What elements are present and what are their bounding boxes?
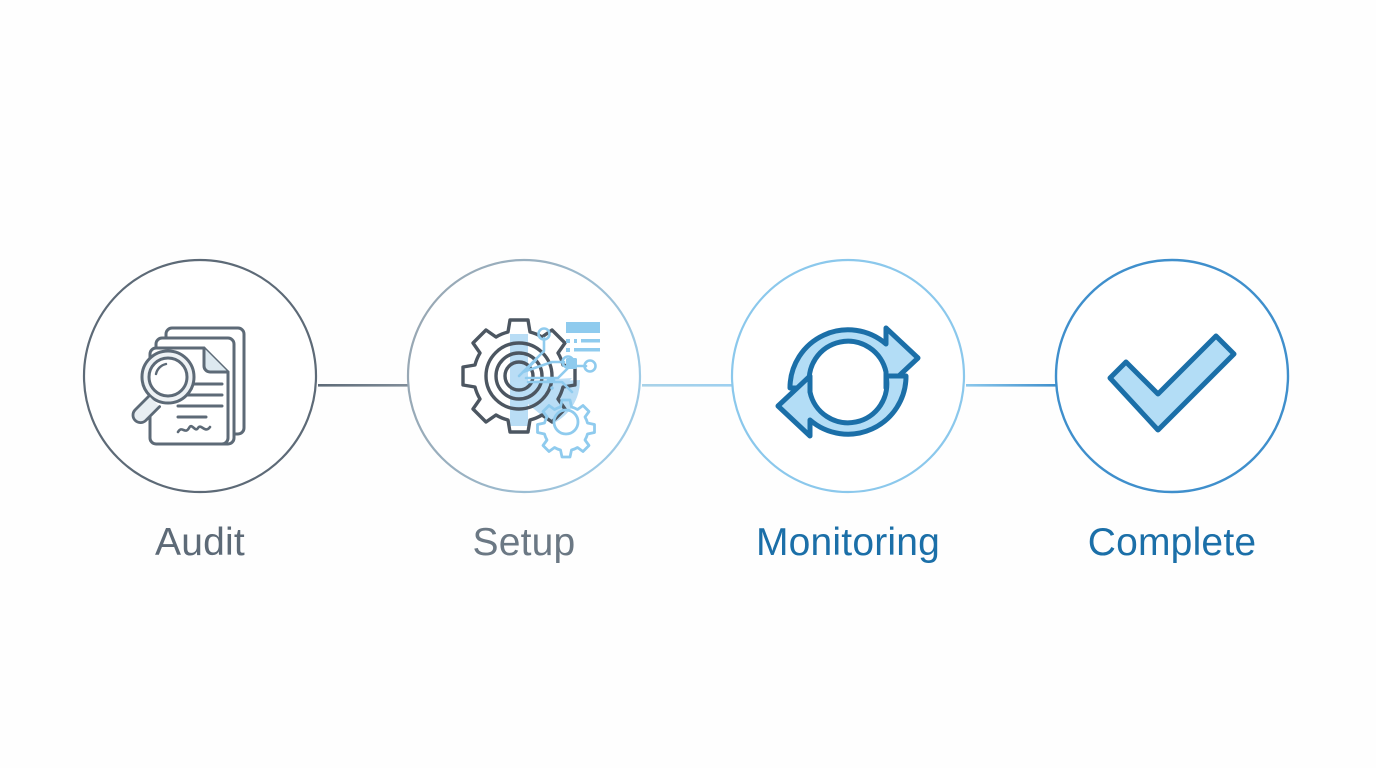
step-ring-monitoring (730, 258, 966, 494)
step-monitoring[interactable] (730, 258, 966, 494)
step-ring-complete (1054, 258, 1290, 494)
connector-monitoring-to-complete (966, 374, 1056, 387)
checkmark-icon (1088, 292, 1256, 460)
sync-arrows-icon (764, 292, 932, 460)
gear-circuit-icon (440, 292, 608, 460)
step-audit[interactable] (82, 258, 318, 494)
step-label-audit: Audit (155, 521, 245, 564)
connector-setup-to-monitoring (642, 374, 732, 387)
step-setup[interactable] (406, 258, 642, 494)
step-label-complete: Complete (1087, 521, 1257, 564)
documents-magnifier-icon (116, 292, 284, 460)
step-complete[interactable] (1054, 258, 1290, 494)
step-label-monitoring: Monitoring (755, 521, 941, 564)
step-label-setup: Setup (472, 521, 576, 564)
connector-audit-to-setup (318, 374, 408, 387)
